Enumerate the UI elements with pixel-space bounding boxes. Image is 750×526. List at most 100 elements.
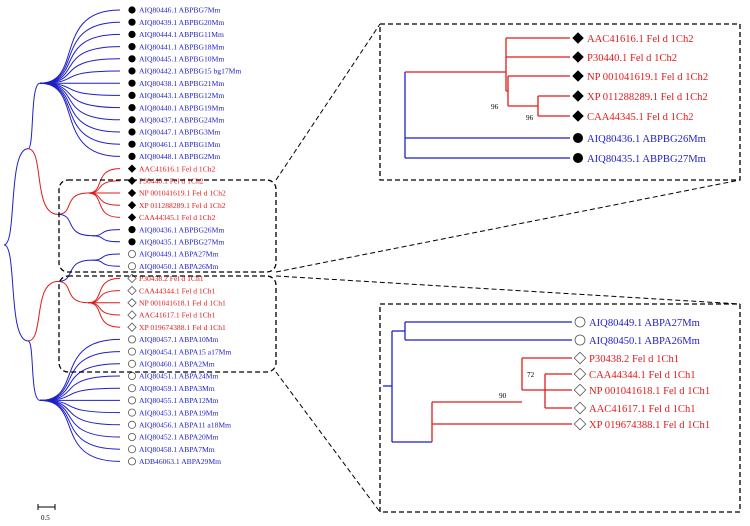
main-tree-branches <box>3 9 121 462</box>
tip-circle-marker-icon <box>127 335 136 344</box>
tip-circle-marker-icon <box>128 116 136 124</box>
inset-tip: XP 011288289.1 Fel d 1Ch2 <box>572 90 708 103</box>
tree-tip: AIQ80454.1 ABPA15 a17Mm <box>127 347 231 356</box>
inset-tip-circle-marker-icon <box>574 334 586 346</box>
tree-tip: AIQ80459.1 ABPA3Mm <box>127 384 215 393</box>
inset-tip-label: AIQ80435.1 ABPBG27Mm <box>587 154 707 165</box>
bg-pair-clade-branch <box>91 229 121 237</box>
ch2-stem <box>57 192 89 215</box>
tip-label: AIQ80459.1 ABPA3Mm <box>139 384 215 393</box>
tip-label: P30438.2 Fel d 1Ch1 <box>139 274 204 283</box>
scale-bar-label: 0.5 <box>41 514 50 522</box>
tip-label: AIQ80440.1 ABPBG19Mm <box>139 103 224 112</box>
tip-label: AIQ80458.1 ABPA7Mm <box>139 445 215 454</box>
tip-circle-marker-icon <box>127 396 136 405</box>
inset-tip: AAC41617.1 Fel d 1Ch1 <box>573 401 696 415</box>
tip-label: AIQ80439.1 ABPBG20Mm <box>139 18 224 27</box>
tip-label: AIQ80450.1 ABPA26Mm <box>139 262 219 271</box>
tree-tip: AIQ80439.1 ABPBG20Mm <box>128 18 224 27</box>
tree-tip: AIQ80437.1 ABPBG24Mm <box>128 116 224 125</box>
tip-diamond-marker-icon <box>127 176 137 185</box>
tip-diamond-marker-icon <box>127 201 137 210</box>
inset-tip: CAA44344.1 Fel d 1Ch1 <box>573 367 696 381</box>
inset-tip-diamond-marker-icon <box>573 383 587 397</box>
tree-tip: AIQ80436.1 ABPBG26Mm <box>128 225 224 234</box>
upper-bg-clade-branch <box>39 9 121 84</box>
tip-label: AIQ80447.1 ABPBG3Mm <box>139 128 221 137</box>
upper-bg-clade-branch <box>39 33 121 84</box>
root-lower <box>3 244 29 342</box>
tree-tip: AIQ80460.1 ABPA2Mm <box>127 360 215 369</box>
upper-bg-clade-branch <box>39 21 121 84</box>
tip-circle-marker-icon <box>127 420 136 429</box>
tip-circle-marker-icon <box>128 67 136 75</box>
inset-tip-circle-marker-icon <box>574 316 586 328</box>
inset-tip-label: XP 019674388.1 Fel d 1Ch1 <box>589 420 710 431</box>
tree-tip: AIQ80458.1 ABPA7Mm <box>127 445 215 454</box>
tip-circle-marker-icon <box>127 371 136 380</box>
tip-label: AIQ80441.1 ABPBG18Mm <box>139 42 224 51</box>
highlight-boxes <box>58 179 277 373</box>
tip-label: AIQ80444.1 ABPBG11Mm <box>139 30 224 39</box>
tree-tip: AIQ80445.1 ABPBG10Mm <box>128 55 224 64</box>
tip-label: AAC41616.1 Fel d 1Ch2 <box>139 164 216 173</box>
tip-circle-marker-icon <box>128 55 136 63</box>
tree-tip: AIQ80442.1 ABPBG15 bg17Mm <box>128 67 241 76</box>
inset-bottom-bootstrap-2: 90 <box>499 392 507 400</box>
tip-label: AIQ80446.1 ABPBG7Mm <box>139 6 221 15</box>
tip-circle-marker-icon <box>128 91 136 99</box>
inset-bottom-bootstrap-1: 72 <box>527 371 535 379</box>
inset-tip-diamond-marker-icon <box>573 351 587 365</box>
tip-circle-marker-icon <box>127 249 136 258</box>
tip-label: AIQ80442.1 ABPBG15 bg17Mm <box>139 67 241 76</box>
ch2-clade-branch <box>87 192 121 206</box>
tip-label: P30440.1 Fel d 1Ch2 <box>139 177 204 186</box>
scale-bar: 0.5 <box>37 504 56 522</box>
tip-label: AIQ80453.1 ABPA19Mm <box>139 408 219 417</box>
tip-circle-marker-icon <box>127 457 136 466</box>
inset-tip: CAA44345.1 Fel d 1Ch2 <box>572 110 694 123</box>
inset-tip: P30438.2 Fel d 1Ch1 <box>573 351 679 365</box>
inset-tip-label: AAC41616.1 Fel d 1Ch2 <box>587 34 694 45</box>
inset-tip: AIQ80449.1 ABPA27Mm <box>574 316 701 329</box>
inset-tip-diamond-marker-icon <box>572 51 584 63</box>
inset-top-frame <box>379 23 741 181</box>
tip-label: AIQ80445.1 ABPBG10Mm <box>139 55 224 64</box>
tree-tip: NP 001041618.1 Fel d 1Ch1 <box>127 298 226 308</box>
tip-circle-marker-icon <box>128 238 136 246</box>
bg-pair-stem <box>57 213 93 237</box>
inset-tip-circle-marker-icon <box>573 153 583 163</box>
connector-bottom-lower <box>275 371 381 513</box>
inset-tip-label: NP 001041618.1 Fel d 1Ch1 <box>589 386 710 397</box>
tree-tip: AIQ80450.1 ABPA26Mm <box>127 262 219 271</box>
inset-tip: AIQ80450.1 ABPA26Mm <box>574 334 701 347</box>
tip-label: AIQ80451.1 ABPA24Mm <box>139 372 219 381</box>
inset-tip: XP 019674388.1 Fel d 1Ch1 <box>573 417 710 431</box>
inset-top-bootstrap-1: 96 <box>491 103 499 111</box>
inset-tip: AIQ80436.1 ABPBG26Mm <box>573 133 707 145</box>
lower-a-clade-branch <box>39 338 121 401</box>
tip-circle-marker-icon <box>128 140 136 148</box>
inset-tip: AIQ80435.1 ABPBG27Mm <box>573 153 707 165</box>
tree-tip: AIQ80461.1 ABPBG1Mm <box>128 140 221 149</box>
tip-label: CAA44345.1 Fel d 1Ch2 <box>139 213 216 222</box>
tip-label: AIQ80449.1 ABPA27Mm <box>139 250 219 259</box>
tip-circle-marker-icon <box>127 445 136 454</box>
tree-tip: AIQ80448.1 ABPBG2Mm <box>128 152 221 161</box>
inset-tip: NP 001041618.1 Fel d 1Ch1 <box>573 383 710 397</box>
zoom-connector-lines <box>275 23 741 513</box>
connector-top-upper <box>275 23 381 181</box>
tree-tip: AIQ80438.1 ABPBG21Mm <box>128 79 224 88</box>
tip-label: AIQ80457.1 ABPA10Mm <box>139 335 219 344</box>
tip-circle-marker-icon <box>128 43 136 51</box>
inset-tip-label: AIQ80436.1 ABPBG26Mm <box>587 134 707 145</box>
tip-label: AIQ80460.1 ABPA2Mm <box>139 360 215 369</box>
upper-stem <box>27 82 41 150</box>
tip-diamond-marker-icon <box>127 188 137 198</box>
tip-diamond-marker-icon <box>127 285 137 296</box>
tree-tip: AIQ80452.1 ABPA20Mm <box>127 433 219 442</box>
tip-circle-marker-icon <box>128 30 136 38</box>
